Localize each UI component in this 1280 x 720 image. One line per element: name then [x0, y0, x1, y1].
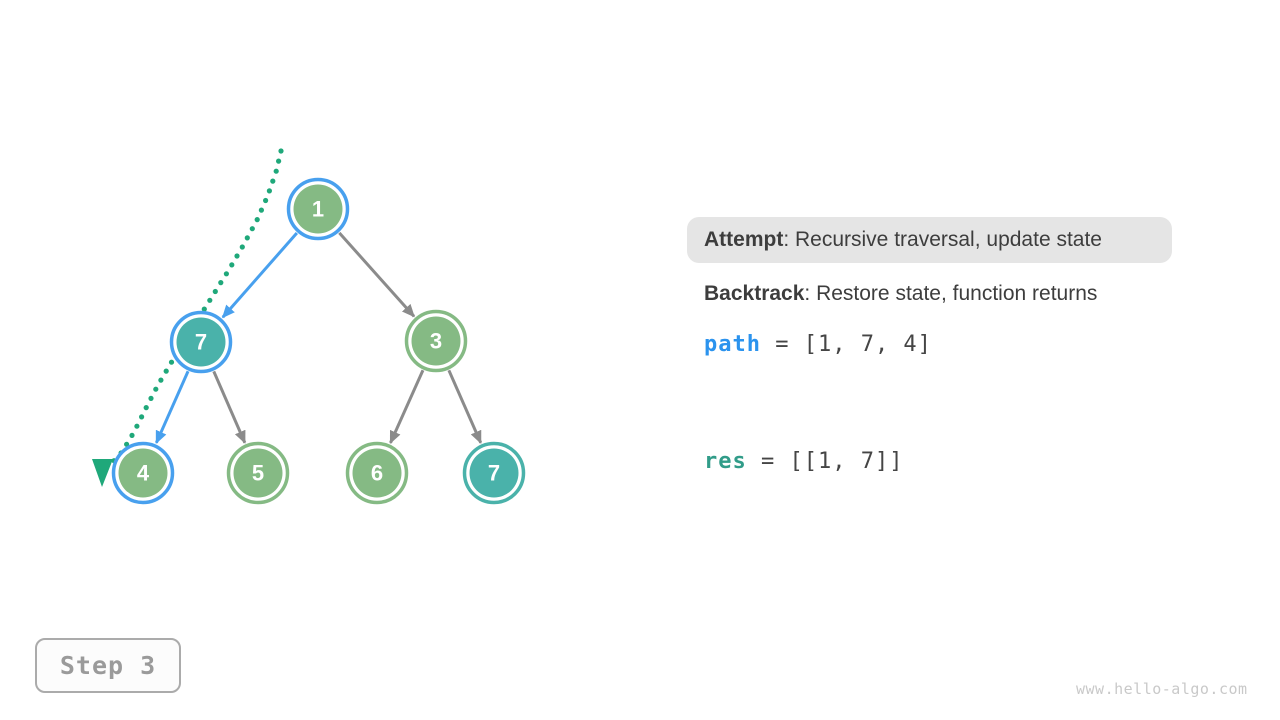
- backtrack-legend-line: Backtrack: Restore state, function retur…: [704, 282, 1097, 306]
- tree-node-label: 5: [252, 461, 264, 486]
- tree-node-disc: [411, 316, 461, 366]
- attempt-text: : Recursive traversal, update state: [783, 228, 1102, 251]
- backtrack-label: Backtrack: [704, 282, 805, 305]
- path-variable-name: path: [704, 332, 761, 357]
- tree-node-label: 6: [371, 461, 383, 486]
- res-variable-name: res: [704, 449, 747, 474]
- tree-node-disc: [352, 448, 402, 498]
- tree-node-label: 1: [312, 197, 324, 222]
- step-counter-label: Step 3: [59, 651, 157, 680]
- attempt-legend-box: Attempt: Recursive traversal, update sta…: [687, 217, 1172, 263]
- path-variable-line: path = [1, 7, 4]: [704, 332, 932, 357]
- site-watermark: www.hello-algo.com: [1076, 680, 1248, 698]
- tree-edge: [212, 370, 247, 444]
- tree-node-disc: [233, 448, 283, 498]
- tree-node-5: 5: [226, 441, 290, 505]
- binary-tree-diagram: 1 7 3 4 5 6 7: [92, 148, 526, 505]
- tree-node-disc: [176, 317, 226, 367]
- tree-node-label: 7: [488, 461, 500, 486]
- tree-node-label: 4: [137, 461, 150, 486]
- tree-node-disc: [118, 448, 168, 498]
- tree-node-label: 7: [195, 330, 207, 355]
- traversal-trace-arrowhead: [92, 459, 113, 487]
- tree-node-1: 1: [286, 177, 350, 241]
- backtrack-text: : Restore state, function returns: [804, 282, 1098, 305]
- tree-node-4: 4: [111, 441, 175, 505]
- res-variable-value: = [[1, 7]]: [746, 449, 904, 474]
- tree-node-7: 7: [169, 310, 233, 374]
- tree-node-label: 3: [430, 329, 442, 354]
- tree-edge: [338, 231, 416, 318]
- attempt-label: Attempt: [704, 228, 784, 251]
- tree-edge: [447, 369, 483, 444]
- tree-node-6: 6: [345, 441, 409, 505]
- path-variable-value: = [1, 7, 4]: [760, 332, 932, 357]
- tree-node-disc: [293, 184, 343, 234]
- tree-edge: [389, 369, 425, 445]
- tree-edge: [221, 232, 298, 319]
- tree-node-3: 3: [404, 309, 468, 373]
- tree-edge: [154, 370, 190, 445]
- tree-node-disc: [469, 448, 519, 498]
- step-counter-badge: Step 3: [35, 638, 181, 693]
- tree-node-7: 7: [462, 441, 526, 505]
- traversal-trace-dotted-path: [111, 148, 284, 464]
- res-variable-line: res = [[1, 7]]: [704, 449, 903, 474]
